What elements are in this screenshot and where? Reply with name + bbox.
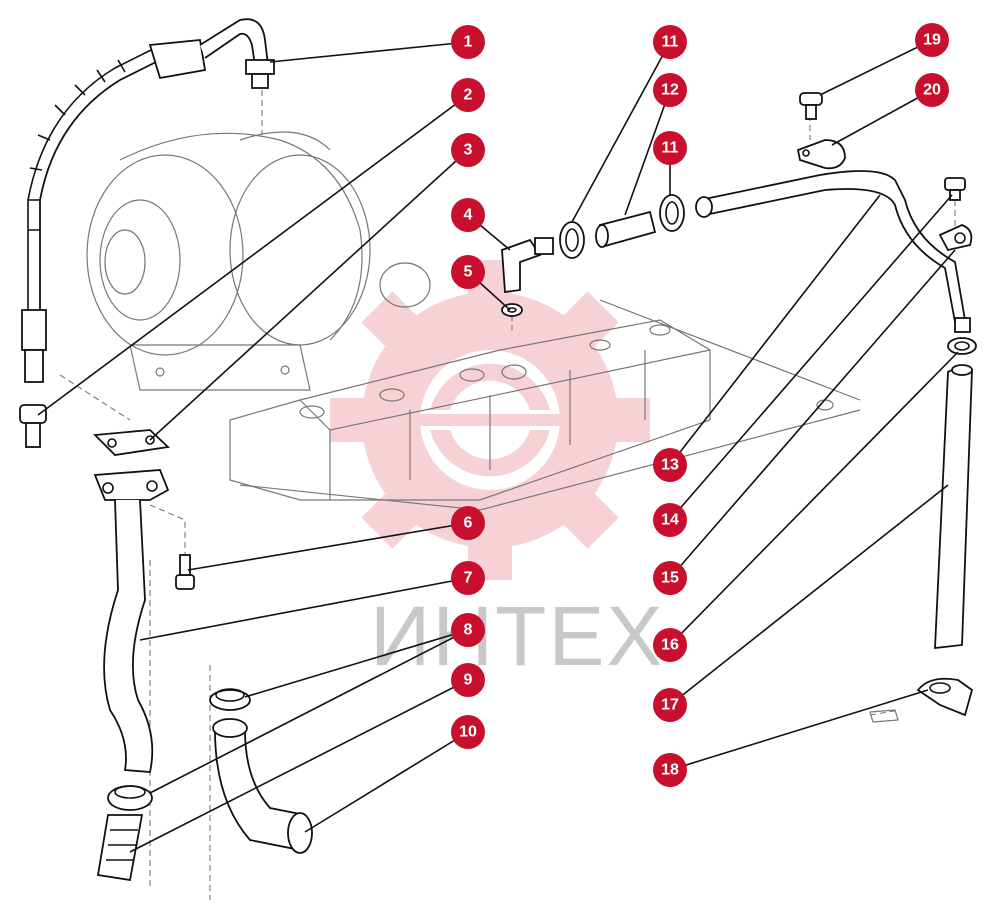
callout-3: 3	[451, 133, 485, 167]
banjo-bolt	[19, 404, 47, 448]
turbocharger-outline	[86, 131, 431, 391]
callout-16: 16	[653, 628, 687, 662]
callout-18: 18	[653, 753, 687, 787]
breather-hose-clamp-right	[659, 194, 685, 232]
drain-elbow-pipe	[212, 718, 313, 854]
svg-text:14: 14	[661, 512, 679, 529]
svg-text:1: 1	[464, 34, 473, 51]
callout-15: 15	[653, 561, 687, 595]
callout-8: 8	[451, 613, 485, 647]
clip-screw	[799, 92, 823, 120]
callout-5: 5	[451, 255, 485, 289]
callout-7: 7	[451, 561, 485, 595]
callout-20: 20	[915, 73, 949, 107]
callout-11-upper: 11	[653, 25, 687, 59]
svg-text:15: 15	[661, 570, 679, 587]
hose-clamp-upper	[209, 688, 251, 711]
callout-6: 6	[451, 506, 485, 540]
callout-4: 4	[451, 198, 485, 232]
svg-text:2: 2	[464, 87, 473, 104]
callout-17: 17	[653, 688, 687, 722]
callout-19: 19	[915, 23, 949, 57]
svg-text:20: 20	[923, 82, 941, 99]
alignment-guides	[59, 90, 956, 900]
svg-text:7: 7	[464, 570, 473, 587]
callout-1: 1	[451, 25, 485, 59]
callout-14: 14	[653, 503, 687, 537]
breather-hose-clamp-left	[559, 221, 585, 259]
pipe-clip	[938, 224, 973, 252]
callout-11-lower: 11	[653, 131, 687, 165]
drain-rubber-hose	[96, 814, 144, 882]
svg-text:4: 4	[464, 207, 473, 224]
callout-12: 12	[653, 73, 687, 107]
breather-outlet-hose	[934, 364, 973, 650]
callout-2: 2	[451, 78, 485, 112]
svg-text:19: 19	[923, 32, 941, 49]
svg-text:9: 9	[464, 672, 473, 689]
lower-hose-clamp	[947, 337, 977, 355]
pipe-clip-bolt	[944, 177, 966, 201]
leader-lines	[37, 39, 959, 853]
callout-13: 13	[653, 448, 687, 482]
svg-text:6: 6	[464, 515, 473, 532]
hose-clip	[796, 139, 846, 170]
svg-text:18: 18	[661, 762, 679, 779]
svg-text:17: 17	[661, 697, 679, 714]
svg-text:11: 11	[662, 140, 679, 157]
breather-hose-sleeve	[595, 210, 657, 248]
svg-text:5: 5	[464, 264, 473, 281]
watermark-text: ИНТЕХ	[370, 589, 664, 683]
svg-text:11: 11	[662, 34, 679, 51]
callout-9: 9	[451, 663, 485, 697]
flange-bolt	[175, 554, 195, 590]
svg-text:3: 3	[464, 142, 473, 159]
breather-pipe	[695, 170, 971, 333]
oil-feed-hose	[21, 18, 275, 383]
svg-text:8: 8	[464, 622, 473, 639]
svg-text:12: 12	[661, 82, 679, 99]
oil-drain-pipe	[93, 469, 170, 773]
hose-support-bracket	[869, 677, 974, 723]
svg-text:13: 13	[661, 457, 679, 474]
valve-cover-outline	[229, 299, 861, 511]
svg-text:16: 16	[661, 637, 679, 654]
hose-clamp-lower	[107, 785, 153, 811]
flange-gasket	[93, 429, 170, 456]
callout-10: 10	[451, 715, 485, 749]
breather-elbow-fitting	[501, 237, 554, 294]
svg-text:10: 10	[459, 724, 477, 741]
